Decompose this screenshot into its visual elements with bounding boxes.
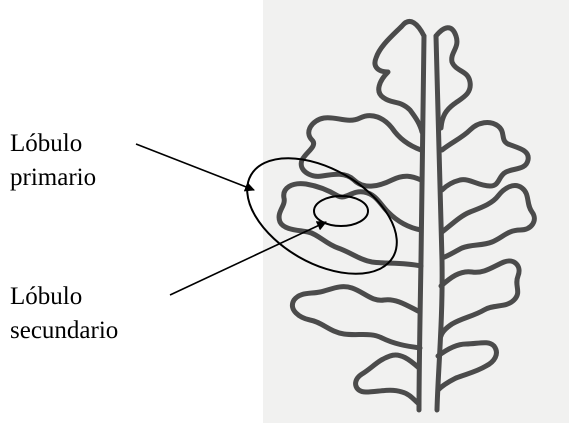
secondary-lobe-label: Lóbulo secundario [10,280,118,348]
paper-background [263,0,569,423]
primary-lobe-label: Lóbulo primario [10,127,96,195]
primary-lobe-label-line2: primario [10,161,96,195]
primary-lobe-arrow [136,144,254,190]
secondary-lobe-label-line2: secundario [10,314,118,348]
primary-lobe-label-line1: Lóbulo [10,127,96,161]
secondary-lobe-label-line1: Lóbulo [10,280,118,314]
